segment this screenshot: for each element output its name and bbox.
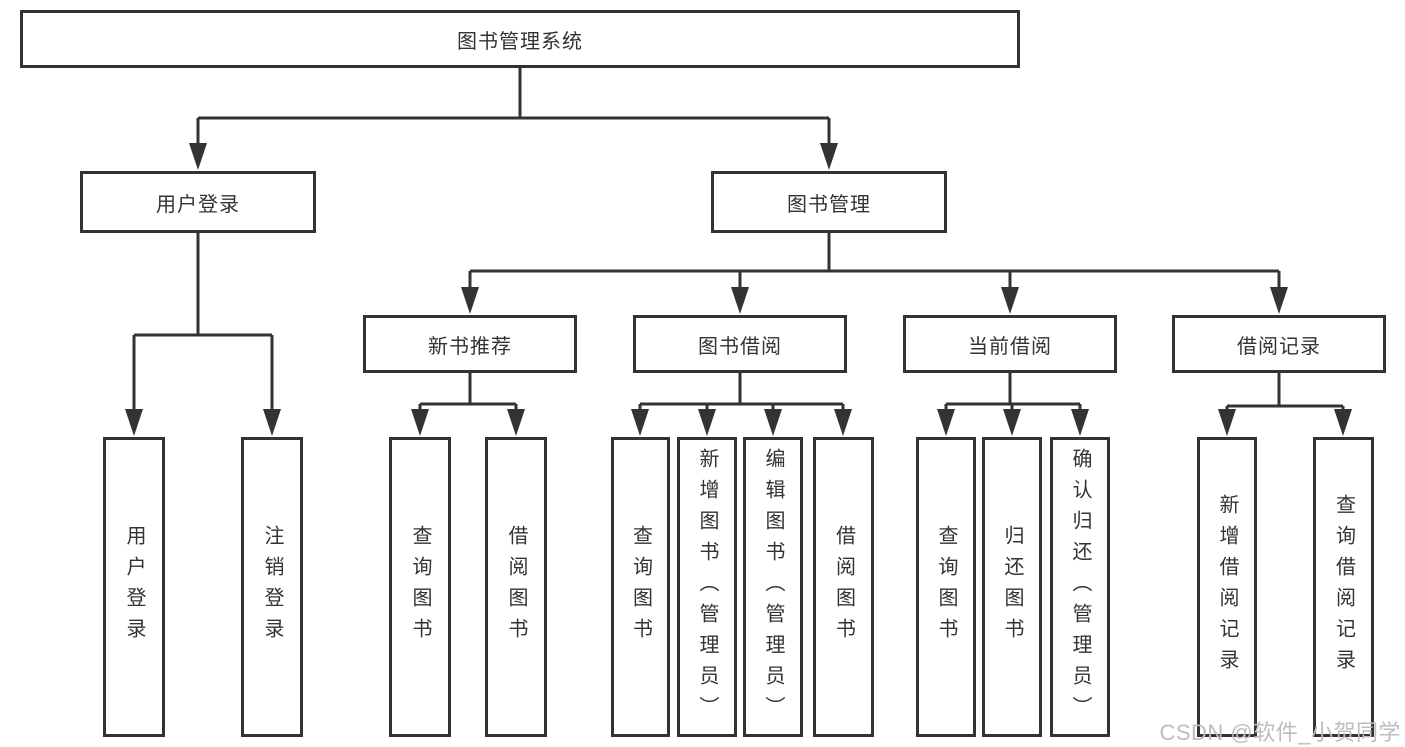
leaf-query-borrow-record: 查询借阅记录 — [1313, 437, 1374, 737]
leaf-label: 查询图书 — [629, 525, 652, 649]
leaf-label: 新增借阅记录 — [1216, 494, 1238, 680]
node-current-borrowing: 当前借阅 — [903, 315, 1117, 373]
leaf-user-login: 用户登录 — [103, 437, 165, 737]
node-label: 图书管理 — [787, 193, 871, 216]
node-book-management: 图书管理 — [711, 171, 947, 233]
leaf-borrow-books-recommend: 借阅图书 — [485, 437, 547, 737]
leaf-label: 注销登录 — [261, 525, 283, 649]
node-label: 图书管理系统 — [457, 30, 583, 53]
leaf-label: 归还图书 — [1001, 525, 1023, 649]
leaf-label: 新增图书（管理员） — [696, 447, 718, 727]
leaf-query-books-current: 查询图书 — [916, 437, 976, 737]
leaf-add-book-admin: 新增图书（管理员） — [677, 437, 737, 737]
arrowheads — [125, 143, 1352, 436]
leaf-add-borrow-record: 新增借阅记录 — [1197, 437, 1257, 737]
leaf-query-books-recommend: 查询图书 — [389, 437, 451, 737]
node-label: 新书推荐 — [428, 335, 512, 358]
node-label: 用户登录 — [156, 193, 240, 216]
leaf-borrow-books-borrowing: 借阅图书 — [813, 437, 874, 737]
leaf-confirm-return-admin: 确认归还（管理员） — [1050, 437, 1110, 737]
leaf-label: 编辑图书（管理员） — [762, 447, 784, 727]
leaf-label: 借阅图书 — [505, 525, 527, 649]
node-new-book-recommendation: 新书推荐 — [363, 315, 577, 373]
leaf-edit-book-admin: 编辑图书（管理员） — [743, 437, 803, 737]
node-label: 图书借阅 — [698, 335, 782, 358]
node-label: 当前借阅 — [968, 335, 1052, 358]
leaf-label: 确认归还（管理员） — [1069, 447, 1091, 727]
node-library-management-system: 图书管理系统 — [20, 10, 1020, 68]
node-borrowing-records: 借阅记录 — [1172, 315, 1386, 373]
csdn-watermark: CSDN @软件_小贺同学 — [1159, 720, 1401, 745]
node-user-login: 用户登录 — [80, 171, 316, 233]
leaf-label: 查询借阅记录 — [1332, 494, 1355, 680]
leaf-query-books-borrowing: 查询图书 — [611, 437, 670, 737]
leaf-label: 查询图书 — [935, 525, 957, 649]
leaf-label: 查询图书 — [409, 525, 431, 649]
leaf-label: 用户登录 — [123, 525, 145, 649]
leaf-return-books: 归还图书 — [982, 437, 1042, 737]
leaf-label: 借阅图书 — [832, 525, 855, 649]
leaf-logout: 注销登录 — [241, 437, 303, 737]
node-label: 借阅记录 — [1237, 335, 1321, 358]
node-book-borrowing: 图书借阅 — [633, 315, 847, 373]
